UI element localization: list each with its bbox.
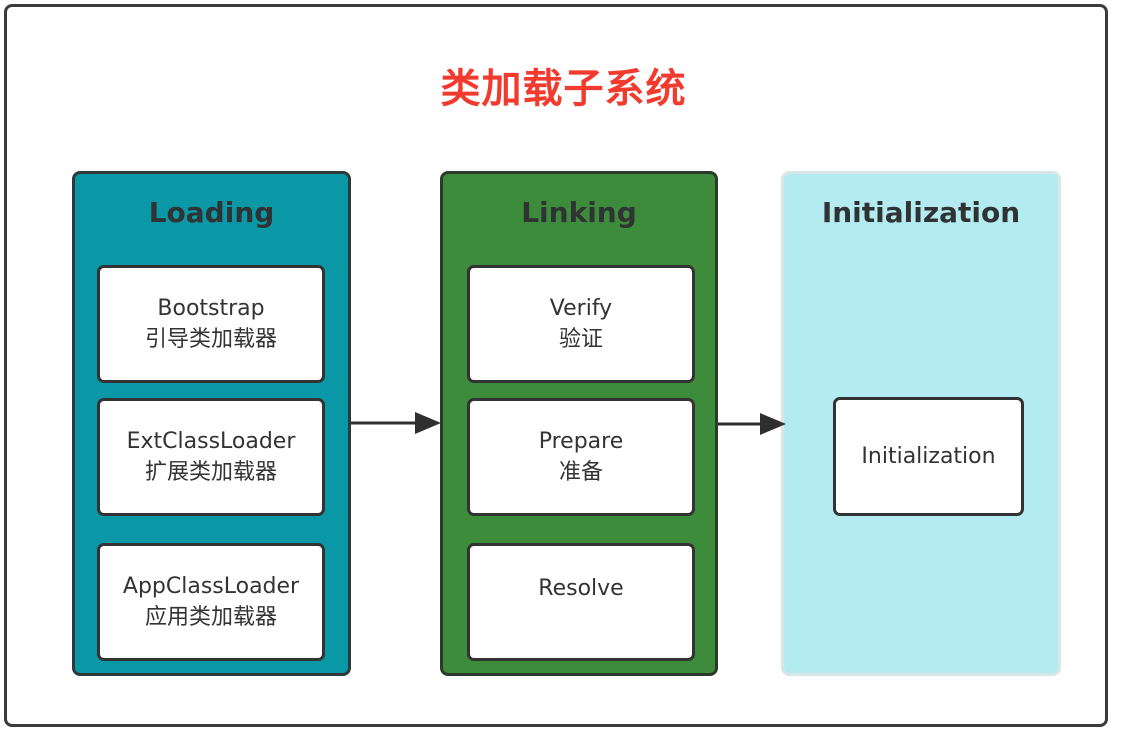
app-class-loader-box: AppClassLoader 应用类加载器: [97, 543, 325, 661]
verify-label: 验证: [558, 327, 603, 352]
prepare-label: 准备: [558, 460, 603, 485]
loading-to-linking-arrow: [351, 412, 441, 434]
linking-to-initialization-arrow: [718, 413, 786, 435]
app-class-loader-name: AppClassLoader: [122, 574, 300, 599]
resolve-name: Resolve: [538, 576, 624, 601]
bootstrap-loader-label: 引导类加载器: [144, 327, 277, 352]
bootstrap-loader-box: Bootstrap 引导类加载器: [97, 265, 325, 383]
resolve-box: Resolve: [467, 543, 695, 661]
ext-class-loader-label: 扩展类加载器: [144, 460, 277, 485]
loading-panel-title: Loading: [148, 196, 275, 229]
verify-box: Verify 验证: [467, 265, 695, 383]
prepare-name: Prepare: [538, 429, 624, 454]
bootstrap-loader-name: Bootstrap: [157, 296, 265, 321]
prepare-box: Prepare 准备: [467, 398, 695, 516]
initialization-panel-title: Initialization: [821, 196, 1021, 229]
diagram-title: 类加载子系统: [440, 66, 687, 112]
ext-class-loader-box: ExtClassLoader 扩展类加载器: [97, 398, 325, 516]
linking-panel-title: Linking: [521, 196, 637, 229]
app-class-loader-label: 应用类加载器: [144, 605, 277, 630]
verify-name: Verify: [549, 296, 613, 321]
initialization-box: Initialization: [833, 397, 1024, 516]
initialization-name: Initialization: [861, 444, 996, 469]
ext-class-loader-name: ExtClassLoader: [126, 429, 296, 454]
